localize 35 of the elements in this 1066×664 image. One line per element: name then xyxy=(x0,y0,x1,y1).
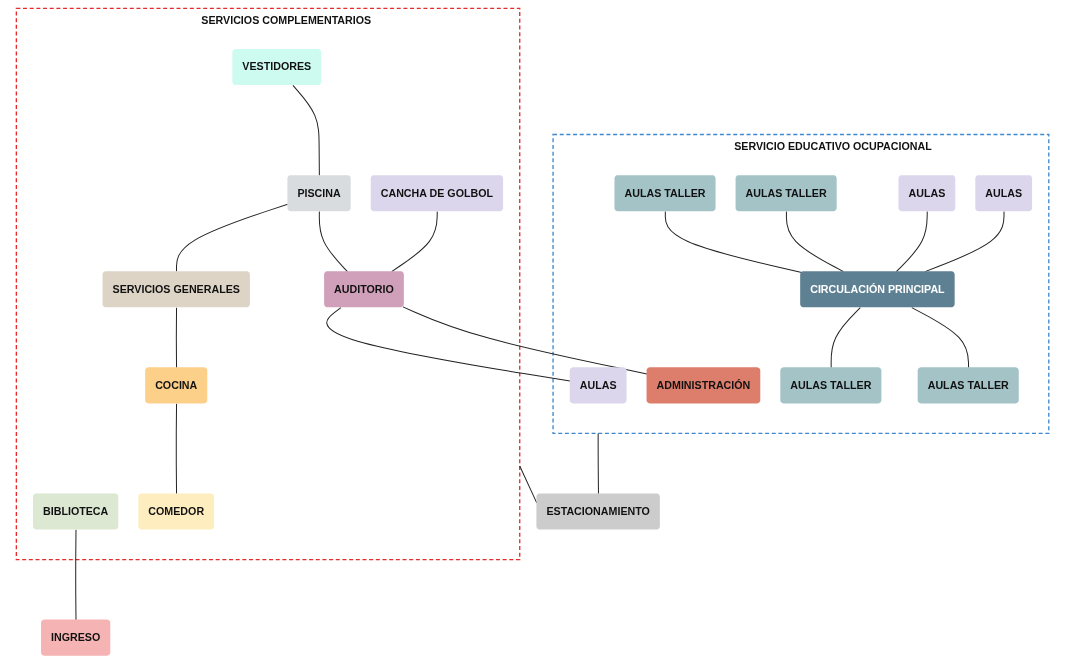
connector xyxy=(292,84,321,176)
node-box: AULAS TALLER xyxy=(918,367,1020,404)
node-box: SERVICIOS GENERALES xyxy=(102,271,251,308)
node-box: AULAS xyxy=(975,175,1033,212)
node-box: AUDITORIO xyxy=(324,271,405,308)
connector xyxy=(402,306,648,375)
connector xyxy=(911,307,970,369)
connector xyxy=(831,307,862,369)
node-box: COMEDOR xyxy=(138,493,215,530)
connector xyxy=(598,432,600,495)
node-box: AULAS xyxy=(570,367,627,404)
node-box: BIBLIOTECA xyxy=(33,493,119,530)
connector xyxy=(665,211,803,273)
node-box: VESTIDORES xyxy=(232,49,322,86)
node-box: AULAS TALLER xyxy=(780,367,882,404)
connector xyxy=(326,307,571,382)
node-box: COCINA xyxy=(145,367,208,404)
node-box: INGRESO xyxy=(41,619,111,656)
node-box: CIRCULACIÓN PRINCIPAL xyxy=(800,271,956,308)
connector xyxy=(896,211,929,273)
connector xyxy=(319,211,349,273)
node-box: AULAS TALLER xyxy=(736,175,838,212)
node-box: AULAS xyxy=(898,175,956,212)
node-box: AULAS TALLER xyxy=(614,175,716,212)
connector xyxy=(176,203,289,273)
node-box: CANCHA DE GOLBOL xyxy=(371,175,504,212)
connector xyxy=(925,211,1005,273)
connector xyxy=(176,403,178,495)
node-box: ADMINISTRACIÓN xyxy=(647,367,761,404)
node-box: ESTACIONAMIENTO xyxy=(536,493,661,530)
connector xyxy=(75,529,77,621)
node-box: PISCINA xyxy=(287,175,352,212)
connector xyxy=(176,307,178,369)
connector xyxy=(786,211,845,273)
connector xyxy=(391,211,439,273)
